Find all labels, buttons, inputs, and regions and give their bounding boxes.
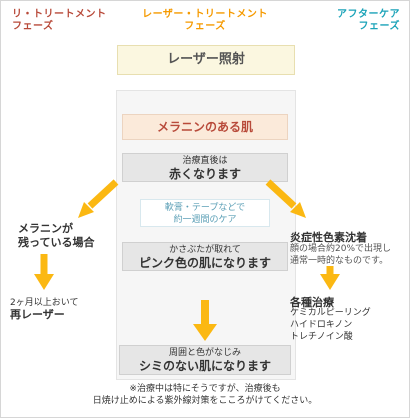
redden-small-text: 治療直後は: [182, 156, 228, 166]
phase-after-line2: フェーズ: [358, 21, 400, 32]
arrow-right-down: [320, 266, 340, 290]
left-branch-result: 2ヶ月以上おいて 再レーザー: [10, 297, 78, 321]
footnote-line1: ※治療中は特にそうですが、治療後も: [129, 384, 281, 394]
melanin-box: メラニンのある肌: [122, 114, 288, 140]
final-big-text: シミのない肌になります: [138, 359, 271, 373]
final-small-text: 周囲と色がなじみ: [168, 348, 241, 358]
phase-laser-line1: レーザー・トリートメント: [142, 9, 268, 20]
arrow-center-down: [193, 300, 217, 341]
footnote: ※治療中は特にそうですが、治療後も 日焼け止めによる紫外線対策をこころがけてくだ…: [60, 383, 350, 407]
pink-box: かさぶたが取れて ピンク色の肌になります: [122, 242, 288, 271]
right-desc-line1: 顔の場合約20%で出現し: [290, 244, 392, 254]
left-result-line1: 2ヶ月以上おいて: [10, 298, 79, 308]
care-line1: 軟膏・テープなどで: [164, 203, 246, 213]
redden-big-text: 赤くなります: [168, 167, 241, 181]
treatment-item: ハイドロキノン: [290, 320, 353, 330]
treatment-item: ケミカルピーリング: [290, 308, 371, 318]
phase-after-line1: アフターケア: [337, 9, 400, 20]
redden-box: 治療直後は 赤くなります: [122, 153, 288, 182]
treatment-list: ケミカルピーリング ハイドロキノン トレチノイン酸: [290, 307, 371, 343]
pink-big-text: ピンク色の肌になります: [138, 256, 271, 270]
phase-pre-line1: リ・トリートメント: [12, 9, 107, 20]
care-box: 軟膏・テープなどで 約一週間のケア: [140, 199, 270, 227]
right-desc-line2: 通常一時的なものです。: [290, 256, 389, 266]
laser-box: レーザー照射: [117, 45, 295, 75]
left-result-line2: 再レーザー: [10, 308, 65, 321]
right-branch-desc: 顔の場合約20%で出現し 通常一時的なものです。: [290, 243, 391, 267]
treatment-item: トレチノイン酸: [290, 332, 353, 342]
treatment-title: 各種治療: [290, 296, 334, 309]
arrow-left-down: [34, 254, 54, 290]
phase-laser-line2: フェーズ: [184, 21, 226, 32]
arrow-left-diagonal: [78, 179, 119, 218]
phase-pre-line2: フェーズ: [12, 21, 54, 32]
left-branch-title: メラニンが 残っている場合: [18, 222, 94, 250]
care-line2: 約一週間のケア: [173, 215, 237, 225]
phase-header-after: アフターケア フェーズ: [322, 9, 400, 33]
phase-header-laser: レーザー・トリートメント フェーズ: [130, 9, 280, 33]
left-title-line2: 残っている場合: [18, 236, 95, 249]
left-title-line1: メラニンが: [18, 222, 73, 235]
right-branch-title: 炎症性色素沈着: [290, 231, 367, 244]
final-box: 周囲と色がなじみ シミのない肌になります: [119, 345, 291, 375]
phase-header-pre: リ・トリートメント フェーズ: [12, 9, 107, 33]
pink-small-text: かさぶたが取れて: [169, 245, 241, 255]
arrow-right-diagonal: [265, 179, 306, 218]
footnote-line2: 日焼け止めによる紫外線対策をこころがけてください。: [92, 396, 318, 406]
